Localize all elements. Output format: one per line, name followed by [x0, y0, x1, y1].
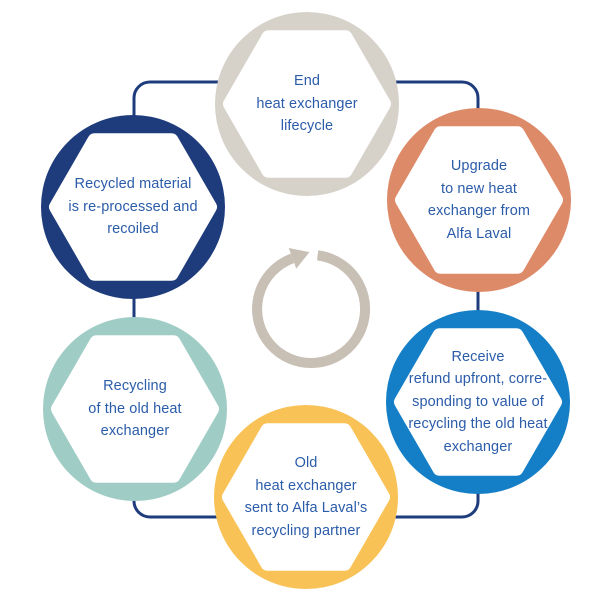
node-recycling	[43, 317, 227, 501]
recycle-arrow-arc	[252, 250, 371, 368]
recycle-arrow-head	[288, 248, 310, 269]
node-upgrade	[387, 108, 571, 292]
node-recycled-material	[41, 115, 225, 299]
node-label-receive-refund: Receive refund upfront, corre- sponding …	[408, 348, 548, 455]
node-label-upgrade: Upgrade to new heat exchanger from Alfa …	[427, 158, 531, 242]
node-label-end-lifecycle: End heat exchanger lifecycle	[256, 73, 358, 135]
ring-hexagon	[51, 335, 219, 483]
node-old-exchanger-sent	[214, 405, 398, 589]
recycle-arrow-icon	[252, 248, 371, 368]
ring-hexagon	[222, 423, 390, 571]
node-label-recycling: Recycling of the old heat exchanger	[88, 378, 182, 440]
ring-hexagon	[395, 126, 563, 274]
ring-hexagon	[394, 328, 562, 476]
node-label-old-exchanger-sent: Old heat exchanger sent to Alfa Laval’s …	[244, 455, 368, 539]
node-label-recycled-material: Recycled material is re-processed and re…	[68, 176, 198, 238]
node-receive-refund	[386, 310, 570, 494]
node-end-lifecycle	[215, 12, 399, 196]
ring-hexagon	[49, 133, 217, 281]
ring-hexagon	[223, 30, 391, 178]
